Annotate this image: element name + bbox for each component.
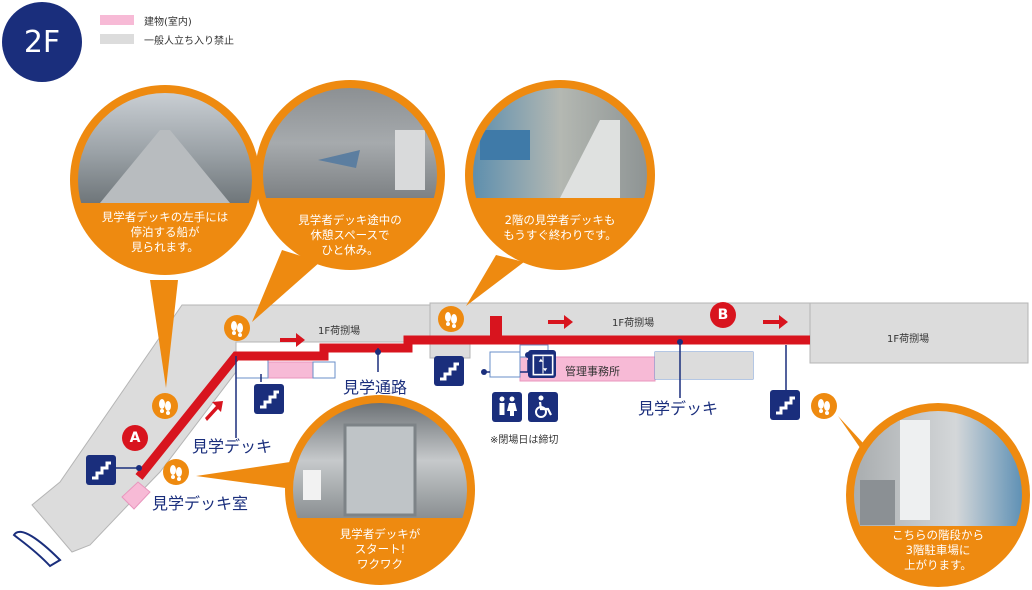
legend-swatch-indoor: [100, 15, 134, 25]
wheelchair-icon: [528, 392, 558, 422]
area-office: 管理事務所: [565, 365, 620, 378]
footprints-icon: [438, 306, 464, 332]
legend-item-indoor: 建物(室内): [100, 13, 192, 28]
leader-lines: [115, 340, 787, 469]
route-branch: [490, 316, 502, 342]
bubble-caption-left-deck: 見学者デッキの左手には 停泊する船が 見られます。: [101, 210, 229, 254]
footprints-icon: [224, 315, 250, 341]
floor-label: 2F: [23, 24, 61, 60]
bubble-caption-stairs-parking: こちらの階段から 3階駐車場に 上がります。: [892, 528, 984, 572]
floor-badge: 2F: [2, 2, 82, 82]
legend-label: 一般人立ち入り禁止: [144, 35, 234, 47]
footprints-icon: [152, 393, 178, 419]
photo-bubble-rest-space: [255, 80, 445, 270]
footprints-icon: [163, 459, 189, 485]
photo-bubble-start: [285, 395, 475, 585]
elevator-icon: [528, 350, 556, 378]
route-arrows: [205, 315, 788, 421]
photo-bubble-end-deck: [465, 80, 655, 270]
entrance-hatch: [12, 530, 62, 568]
footprints-icon: [811, 393, 837, 419]
label-deck-room: 見学デッキ室: [152, 494, 249, 513]
legend-swatch-restricted: [100, 34, 134, 44]
stairs-icon: [434, 356, 464, 386]
area-cargo-1: 1F荷捌場: [318, 326, 361, 337]
bubble-caption-rest-space: 見学者デッキ途中の 休憩スペースで ひと休み。: [298, 213, 402, 257]
restricted-block: [655, 352, 753, 379]
closed-note: ※閉場日は締切: [490, 435, 559, 446]
label-deck-right: 見学デッキ: [638, 399, 719, 418]
stairs-icon: [770, 390, 800, 420]
bubble-caption-start: 見学者デッキが スタート! ワクワク: [339, 527, 421, 571]
photo-bubble-left-deck: [70, 85, 260, 275]
legend-label: 建物(室内): [144, 16, 192, 28]
photo-bubble-stairs-parking: [846, 403, 1030, 587]
restroom-icon: [492, 392, 522, 422]
stairs-icon: [86, 455, 116, 485]
area-cargo-2: 1F荷捌場: [612, 318, 655, 329]
marker-b: B: [710, 302, 736, 328]
label-deck-left: 見学デッキ: [192, 437, 273, 456]
bubble-caption-end-deck: 2階の見学者デッキも もうすぐ終わりです。: [503, 213, 617, 242]
marker-a: A: [122, 425, 148, 451]
area-cargo-3: 1F荷捌場: [887, 334, 930, 345]
stairs-icon: [254, 384, 284, 414]
label-passage: 見学通路: [343, 378, 408, 397]
legend-item-restricted: 一般人立ち入り禁止: [100, 32, 234, 47]
